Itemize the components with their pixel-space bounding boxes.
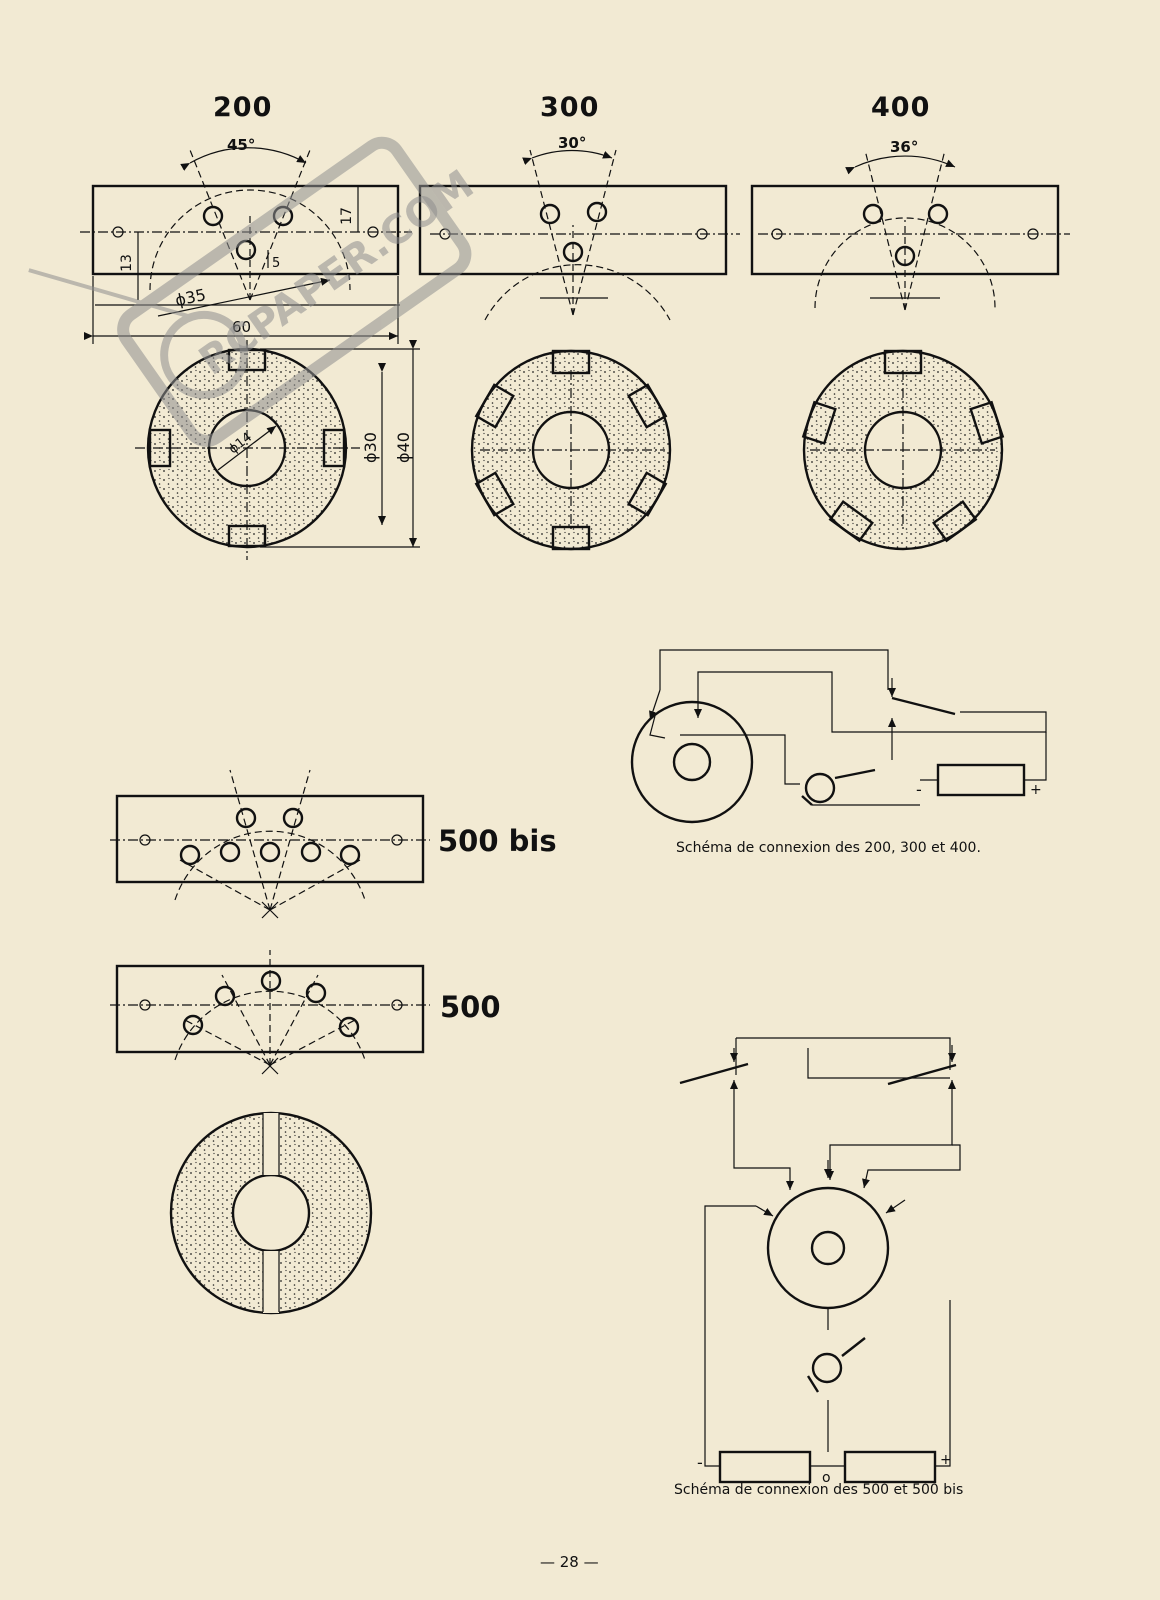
schematic-2-minus: - bbox=[697, 1453, 703, 1472]
dimension-60: 60 bbox=[232, 318, 252, 336]
plate-500 bbox=[110, 950, 430, 1075]
schematic-caption-1: Schéma de connexion des 200, 300 et 400. bbox=[676, 840, 981, 856]
plate-400 bbox=[750, 149, 1070, 311]
dimension-17: 17 bbox=[338, 207, 355, 225]
schematic-2-zero: o bbox=[822, 1470, 831, 1486]
model-label-400: 400 bbox=[871, 92, 931, 123]
schematic-1-minus: - bbox=[916, 780, 922, 799]
disc-300 bbox=[470, 349, 672, 551]
dimension-13: 13 bbox=[118, 254, 135, 272]
disc-500 bbox=[169, 1111, 373, 1315]
schematic-2-plus: + bbox=[940, 1452, 952, 1468]
model-label-300: 300 bbox=[540, 92, 600, 123]
schematic-1-plus: + bbox=[1030, 782, 1042, 798]
plate-500-bis bbox=[110, 769, 430, 919]
watermark-stamp bbox=[28, 136, 472, 447]
dimension-phi40: ϕ40 bbox=[393, 432, 413, 463]
dimension-5: 5 bbox=[272, 256, 281, 271]
schematic-500-500bis bbox=[679, 1037, 961, 1484]
model-label-500: 500 bbox=[440, 990, 501, 1024]
dimension-angle-300: 30° bbox=[558, 134, 587, 152]
model-label-500-bis: 500 bis bbox=[438, 824, 557, 858]
plate-200 bbox=[80, 147, 412, 344]
plate-300 bbox=[418, 149, 740, 321]
dimension-angle-400: 36° bbox=[890, 138, 919, 156]
model-label-200: 200 bbox=[213, 92, 273, 123]
schematic-caption-2: Schéma de connexion des 500 et 500 bis bbox=[674, 1482, 964, 1498]
disc-400 bbox=[801, 349, 1005, 551]
page-number: — 28 — bbox=[540, 1553, 599, 1571]
dimension-phi30: ϕ30 bbox=[360, 432, 380, 463]
schematic-200-300-400 bbox=[630, 649, 1047, 824]
dimension-angle-200: 45° bbox=[227, 136, 256, 154]
